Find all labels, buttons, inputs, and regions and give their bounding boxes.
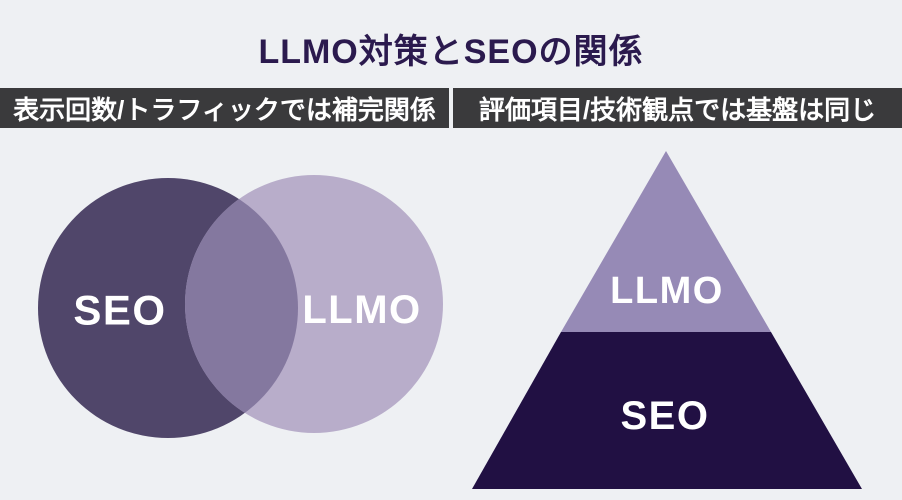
pyramid-diagram: LLMO SEO bbox=[472, 151, 862, 489]
venn-llmo-label: LLMO bbox=[302, 288, 421, 332]
banner-left: 表示回数/トラフィックでは補完関係 bbox=[0, 88, 449, 128]
venn-seo-label: SEO bbox=[73, 287, 166, 334]
pyramid-seo-label: SEO bbox=[621, 394, 710, 438]
venn-diagram: SEO LLMO bbox=[38, 175, 443, 438]
pyramid-top-section bbox=[561, 151, 771, 332]
page-title: LLMO対策とSEOの関係 bbox=[258, 33, 644, 71]
pyramid-llmo-label: LLMO bbox=[610, 270, 724, 312]
venn-overlap-region bbox=[185, 178, 298, 433]
pyramid-bottom-section bbox=[472, 332, 862, 489]
banner-right: 評価項目/技術観点では基盤は同じ bbox=[453, 88, 902, 128]
diagram-area: SEO LLMO LLMO SEO bbox=[38, 151, 862, 489]
banner-row: 表示回数/トラフィックでは補完関係 評価項目/技術観点では基盤は同じ bbox=[0, 88, 902, 128]
